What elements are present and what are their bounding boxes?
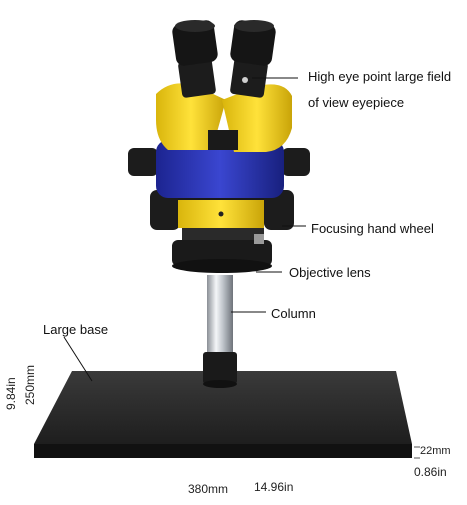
width-mm-label: 380mm	[188, 482, 229, 496]
depth-mm-label: 250mm	[23, 364, 37, 405]
eyepiece-label: High eye point large field	[308, 69, 452, 84]
height-in-label: 0.86in	[414, 465, 447, 479]
height-mm-label: 22mm	[420, 445, 451, 457]
callout-lines	[63, 77, 306, 382]
eyepiece-label-line2: of view eyepiece	[308, 95, 405, 110]
eyepieces	[172, 20, 276, 98]
microscope-body	[128, 140, 310, 198]
eyepiece-housing	[156, 83, 292, 152]
large-base	[34, 371, 412, 458]
base-label: Large base	[43, 322, 109, 337]
focusing-wheel-label: Focusing hand wheel	[311, 221, 434, 236]
column-label: Column	[271, 306, 316, 321]
base-leader	[63, 336, 93, 382]
width-in-label: 14.96in	[254, 480, 294, 494]
objective-lens-label: Objective lens	[289, 265, 371, 280]
dimension-marks	[414, 446, 420, 459]
depth-in-label: 9.84in	[4, 377, 18, 410]
column	[203, 275, 237, 388]
objective-lens	[172, 228, 272, 273]
